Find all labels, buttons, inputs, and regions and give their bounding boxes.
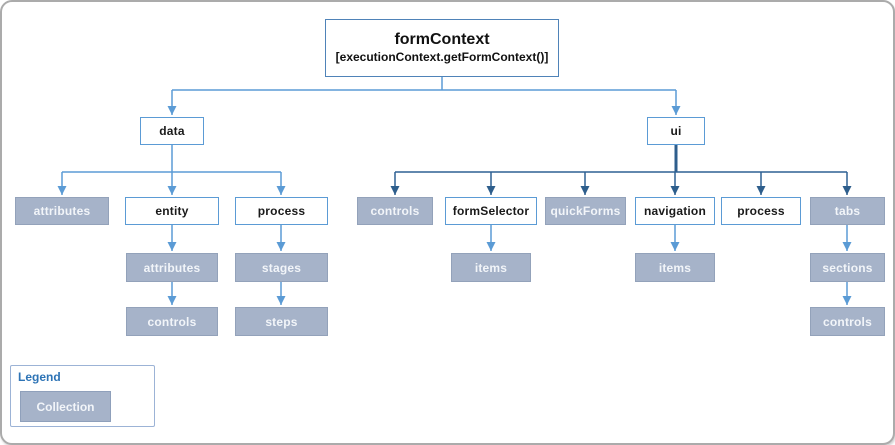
node-stages: stages	[235, 253, 328, 282]
node-quick-forms: quickForms	[545, 197, 626, 225]
node-steps: steps	[235, 307, 328, 336]
node-data-attributes: attributes	[15, 197, 109, 225]
node-tabs-controls: controls	[810, 307, 885, 336]
node-ui-process: process	[721, 197, 801, 225]
node-process: process	[235, 197, 328, 225]
node-form-selector: formSelector	[445, 197, 537, 225]
node-form-selector-items: items	[451, 253, 531, 282]
node-entity-controls: controls	[126, 307, 218, 336]
node-form-context: formContext [executionContext.getFormCon…	[325, 19, 559, 77]
node-sections: sections	[810, 253, 885, 282]
node-entity: entity	[125, 197, 219, 225]
node-navigation-items: items	[635, 253, 715, 282]
node-ui: ui	[647, 117, 705, 145]
legend-title: Legend	[18, 370, 61, 384]
node-tabs: tabs	[810, 197, 885, 225]
node-entity-attributes: attributes	[126, 253, 218, 282]
node-ui-controls: controls	[357, 197, 433, 225]
node-form-context-subtitle: [executionContext.getFormContext()]	[335, 50, 549, 65]
legend-collection-swatch: Collection	[20, 391, 111, 422]
node-navigation: navigation	[635, 197, 715, 225]
node-data: data	[140, 117, 204, 145]
node-form-context-title: formContext	[394, 31, 490, 49]
legend: Legend Collection	[10, 365, 155, 427]
